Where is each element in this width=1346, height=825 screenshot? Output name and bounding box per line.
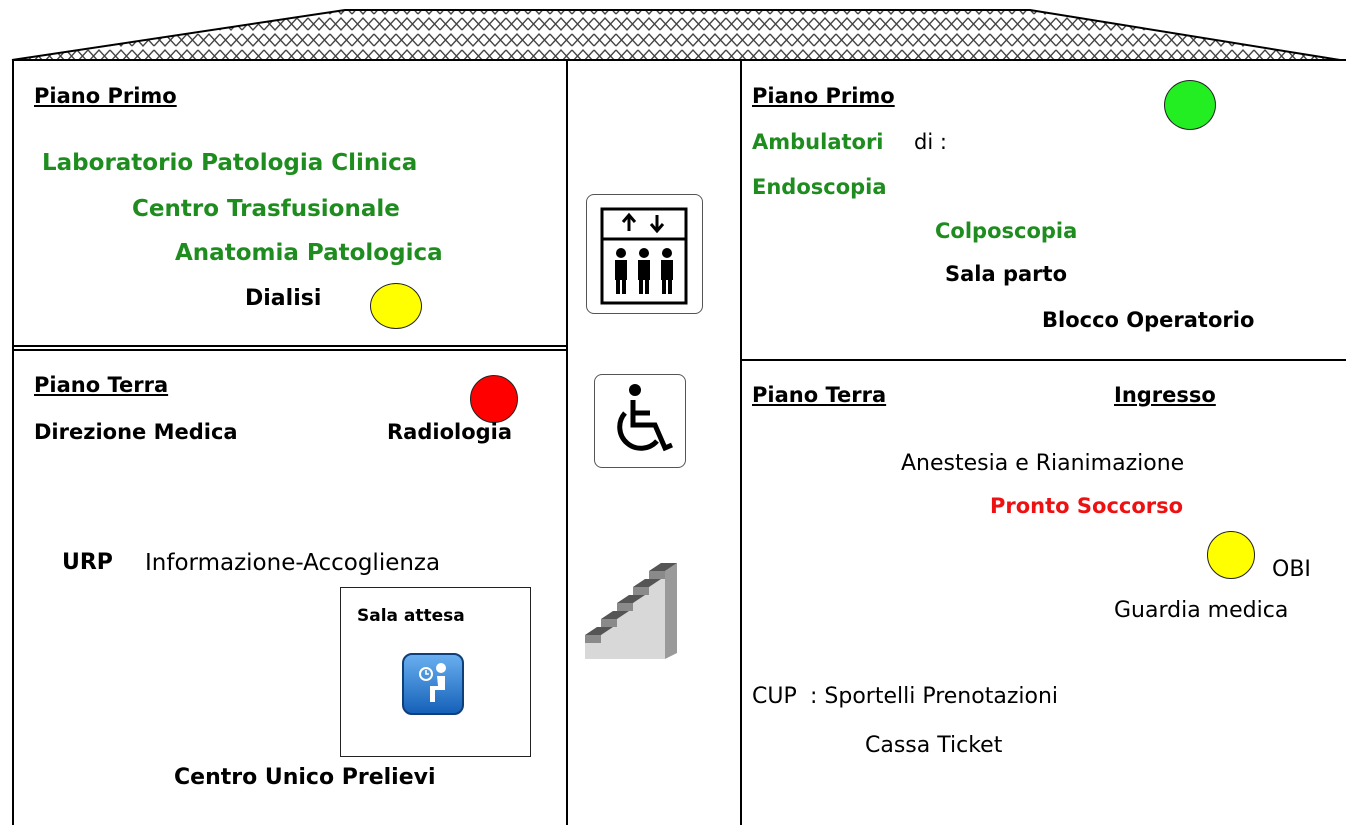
red-dot-radiologia — [470, 375, 518, 423]
dialisi-label: Dialisi — [245, 286, 322, 311]
floor-divider-right — [740, 359, 1346, 361]
yellow-dot-dialisi — [370, 283, 422, 329]
centro-unico-prelievi: Centro Unico Prelievi — [174, 765, 436, 790]
cup-label: CUP — [752, 684, 797, 709]
anatomia-patologica: Anatomia Patologica — [175, 240, 443, 266]
ambulatori-di: di : — [914, 130, 947, 154]
blocco-operatorio-label: Blocco Operatorio — [1042, 308, 1255, 332]
lab-patologia-clinica: Laboratorio Patologia Clinica — [42, 150, 418, 176]
green-dot — [1164, 80, 1216, 130]
left-bottom-title: Piano Terra — [34, 373, 169, 397]
sala-parto-label: Sala parto — [945, 262, 1068, 286]
radiologia-label: Radiologia — [387, 420, 513, 444]
yellow-dot-obi — [1207, 531, 1255, 579]
wheelchair-icon — [594, 374, 686, 468]
ambulatori-label: Ambulatori — [752, 130, 884, 154]
urp-text: Informazione-Accoglienza — [145, 550, 441, 576]
wall-center-left — [566, 60, 568, 825]
urp-label: URP — [62, 550, 113, 575]
sala-attesa-box: Sala attesa — [340, 587, 531, 757]
stairs-icon — [585, 563, 677, 659]
right-bottom-title: Piano Terra — [752, 383, 887, 407]
floor-divider-left-b — [12, 349, 568, 351]
roof — [11, 9, 1346, 61]
ingresso-label: Ingresso — [1114, 383, 1216, 407]
left-top-title: Piano Primo — [34, 84, 177, 108]
centro-trasfusionale: Centro Trasfusionale — [132, 196, 400, 222]
elevator-icon — [586, 194, 703, 314]
wall-center-right — [740, 60, 742, 825]
waiting-room-icon — [402, 653, 464, 715]
cup-text: : Sportelli Prenotazioni — [810, 684, 1058, 709]
direzione-medica: Direzione Medica — [34, 420, 238, 444]
colposcopia-label: Colposcopia — [935, 219, 1078, 243]
anestesia-label: Anestesia e Rianimazione — [901, 451, 1185, 476]
obi-label: OBI — [1272, 557, 1311, 582]
cassa-ticket-label: Cassa Ticket — [865, 733, 1003, 758]
guardia-medica-label: Guardia medica — [1114, 598, 1289, 623]
right-top-title: Piano Primo — [752, 84, 895, 108]
endoscopia-label: Endoscopia — [752, 175, 887, 199]
wall-left — [12, 60, 14, 825]
floor-divider-left-a — [12, 345, 568, 347]
pronto-soccorso-label: Pronto Soccorso — [990, 494, 1184, 518]
sala-attesa-label: Sala attesa — [357, 606, 465, 626]
